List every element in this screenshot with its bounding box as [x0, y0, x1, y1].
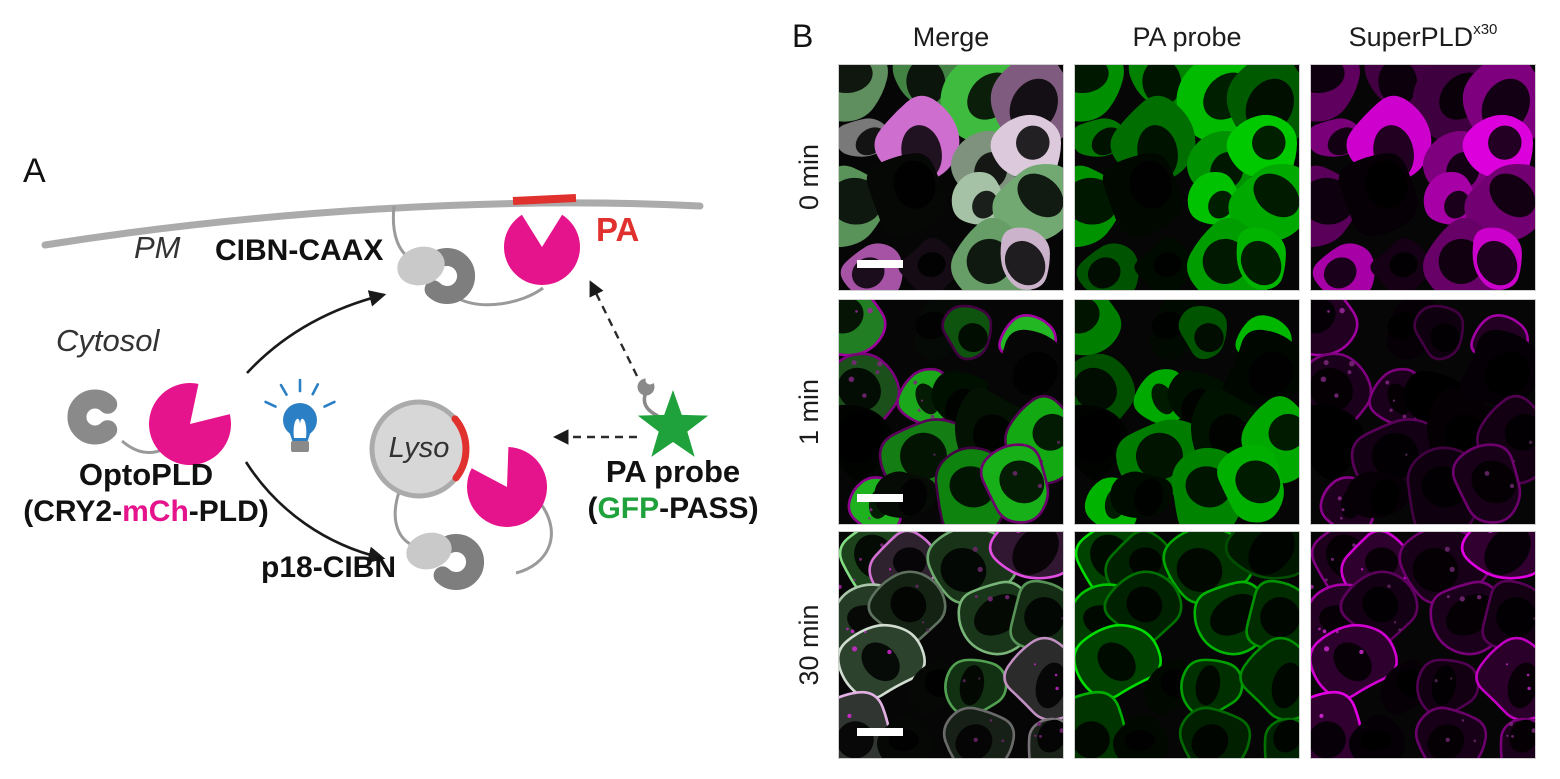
- scale-bar: [857, 260, 903, 268]
- confocal-svg: [1075, 300, 1299, 524]
- optopld-diagram: [41, 194, 709, 590]
- p18-oval-shape: [406, 532, 452, 570]
- confocal-svg: [839, 65, 1063, 290]
- p18-cibn-label: p18-CIBN: [261, 551, 397, 584]
- column-header-superpld: SuperPLDx30: [1311, 21, 1535, 53]
- row-label-0min: 0 min: [794, 143, 824, 211]
- column-header-pa-probe: PA probe: [1075, 22, 1299, 53]
- panel-a: A PM CIBN-CAAX PA Cytosol OptoPLD (CRY2-…: [8, 152, 780, 590]
- scale-bar: [857, 728, 903, 736]
- column-header-merge: Merge: [839, 22, 1063, 53]
- confocal-svg: [839, 300, 1063, 524]
- cytosol-label: Cytosol: [56, 323, 160, 358]
- pa-patch-on-lyso: [451, 415, 470, 482]
- arrow-to-membrane: [246, 290, 387, 374]
- caax-oval-shape: [397, 246, 445, 286]
- row-label-1min: 1 min: [794, 378, 824, 446]
- pa-probe-graphic: [552, 280, 709, 457]
- arrow-to-lysosome: [244, 461, 386, 564]
- pld-pacman-at-membrane: [504, 214, 580, 286]
- pa-probe-label-block: PA probe (GFP-PASS): [566, 454, 780, 526]
- row-label-30min: 30 min: [794, 604, 824, 686]
- micrograph-paprobe-0min: [1074, 64, 1300, 291]
- optopld-complex: [67, 383, 232, 466]
- gfp-star-icon: [637, 390, 709, 457]
- panel-b-letter: B: [792, 18, 814, 54]
- probe-prefix: (: [587, 492, 598, 525]
- micrograph-superpld-30min: [1310, 531, 1536, 759]
- panel-a-letter: A: [23, 152, 46, 190]
- cibn-bean-shape: [424, 248, 475, 304]
- dashed-arrow-to-pm-pa: [589, 280, 639, 377]
- pa-probe-construct: (GFP-PASS): [566, 492, 780, 526]
- pld-pacman-cytosol: [149, 383, 232, 466]
- lysosome: [369, 399, 553, 590]
- probe-suffix: -PASS): [659, 492, 759, 525]
- micrograph-merge-30min: [838, 531, 1064, 759]
- construct-mch: mCh: [122, 495, 189, 528]
- cibn-caax-complex: [391, 205, 544, 307]
- confocal-svg: [1311, 300, 1535, 524]
- scale-bar: [857, 494, 903, 502]
- cry2-bean-shape: [67, 389, 118, 445]
- optopld-title: OptoPLD: [78, 457, 214, 492]
- micrograph-merge-1min: [838, 299, 1064, 525]
- plasma-membrane-line: [41, 199, 704, 249]
- superpld-header-text: SuperPLD: [1348, 22, 1474, 52]
- micrograph-paprobe-30min: [1074, 531, 1300, 759]
- confocal-svg: [839, 532, 1063, 758]
- construct-prefix: (CRY2-: [23, 495, 123, 528]
- pm-label: PM: [134, 230, 181, 265]
- confocal-svg: [1075, 532, 1299, 758]
- probe-gfp: GFP: [597, 492, 660, 525]
- superpld-superscript: x30: [1473, 21, 1498, 38]
- confocal-svg: [1311, 65, 1535, 290]
- micrograph-merge-0min: [838, 64, 1064, 291]
- optopld-construct: (CRY2-mCh-PLD): [8, 495, 284, 529]
- micrograph-superpld-1min: [1310, 299, 1536, 525]
- pa-label: PA: [596, 211, 640, 248]
- lyso-label: Lyso: [388, 432, 450, 464]
- pld-pacman-at-lyso: [467, 447, 548, 527]
- construct-suffix: -PLD): [188, 495, 269, 528]
- pa-probe-header-text: PA probe: [1132, 22, 1242, 52]
- pa-lipid-patch: [512, 194, 577, 205]
- confocal-svg: [1311, 532, 1535, 758]
- optopld-label-block: OptoPLD (CRY2-mCh-PLD): [8, 457, 284, 529]
- merge-header-text: Merge: [912, 22, 990, 52]
- cibn-caax-label: CIBN-CAAX: [215, 234, 384, 267]
- confocal-svg: [1075, 65, 1299, 290]
- light-bulb-icon: [264, 378, 336, 452]
- micrograph-paprobe-1min: [1074, 299, 1300, 525]
- cibn-bean-shape-lower: [433, 534, 484, 590]
- pa-probe-title: PA probe: [605, 454, 741, 489]
- panel-b: B Merge PA probe SuperPLDx30 0 min 1 min…: [780, 0, 1560, 779]
- micrograph-superpld-0min: [1310, 64, 1536, 291]
